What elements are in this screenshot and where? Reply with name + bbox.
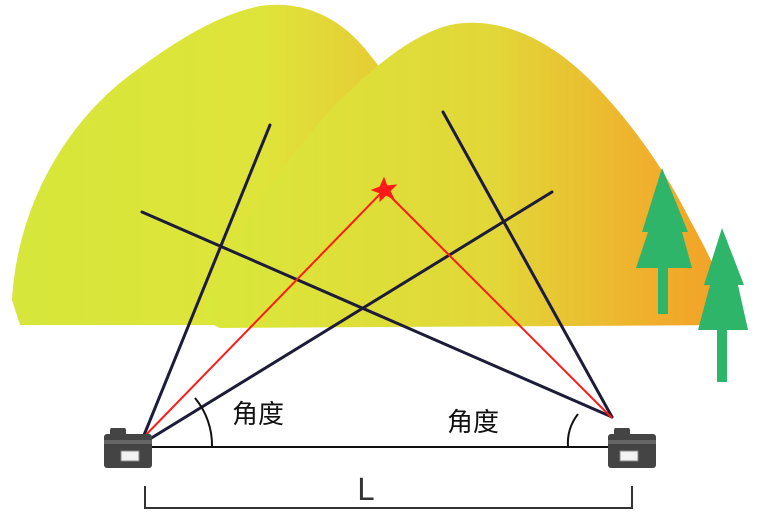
- left-angle-label: 角度: [232, 400, 284, 430]
- dimension-bracket: [144, 486, 633, 509]
- left-angle-arc: [194, 397, 214, 448]
- tree-icon: [698, 228, 748, 382]
- right-hill: [200, 22, 735, 328]
- right-angle-label: 角度: [447, 408, 499, 438]
- target-lines: [137, 189, 613, 444]
- baseline-length-label: L: [357, 473, 374, 508]
- star-icon: [370, 176, 398, 203]
- right-angle-arc: [566, 413, 579, 448]
- camera-icon: [608, 428, 656, 468]
- tree-icon: [636, 168, 692, 314]
- camera-icon: [104, 428, 152, 468]
- sight-lines: [138, 110, 614, 447]
